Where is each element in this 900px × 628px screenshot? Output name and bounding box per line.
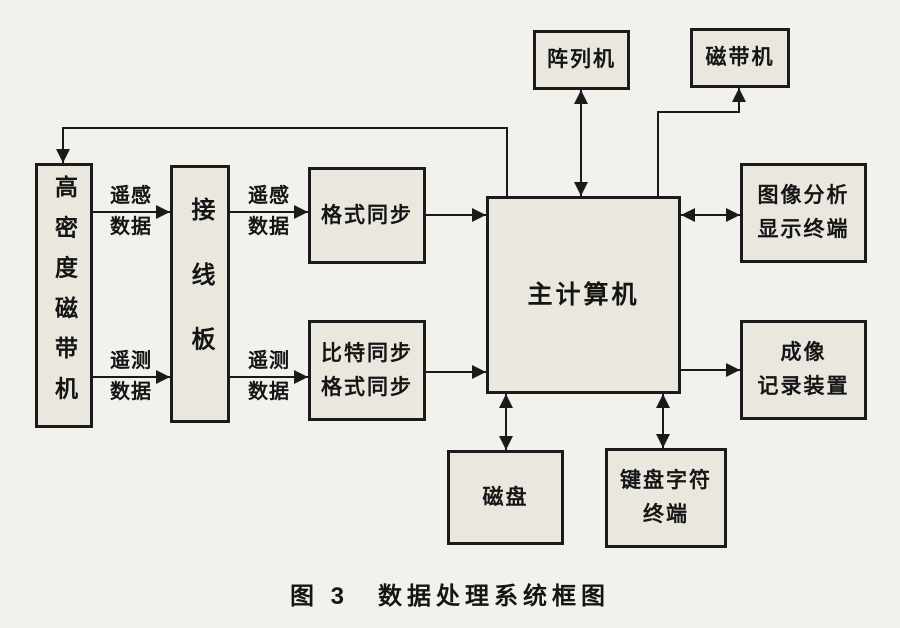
node-label: 图像分析 显示终端 [757,184,850,241]
node-high-density-tape-machine: 高密度磁带机 [35,163,93,428]
node-main-computer: 主计算机 [486,196,681,394]
figure-caption: 图 3 数据处理系统框图 [289,583,610,610]
edge-label-telemetry-data-left: 遥测 数据 [110,350,152,403]
node-label: 磁带机 [705,46,775,70]
edge-label-telemetry-data-right: 遥测 数据 [248,350,290,403]
arrow-main-to-tape-machine [657,88,746,196]
arrow-main-to-hdtape-feedback [56,127,508,196]
node-disk: 磁盘 [447,450,564,545]
node-array-machine: 阵列机 [533,30,630,90]
node-label: 格式同步 [321,203,413,227]
node-image-analysis-display-terminal: 图像分析 显示终端 [740,163,867,263]
node-imaging-recording-device: 成像 记录装置 [740,320,867,420]
node-tape-machine: 磁带机 [690,28,790,88]
node-label: 比特同步 格式同步 [321,341,413,399]
node-label: 高密度磁带机 [51,174,78,417]
node-patch-panel: 接线板 [170,165,230,423]
node-label: 键盘字符 终端 [620,469,712,526]
edge-label-remote-sensing-data-right: 遥感 数据 [248,185,290,238]
node-label: 成像 记录装置 [757,341,850,398]
node-format-sync: 格式同步 [308,167,426,264]
node-label: 磁盘 [482,485,529,509]
node-label: 主计算机 [527,281,640,309]
node-label: 接线板 [187,196,214,392]
node-keyboard-character-terminal: 键盘字符 终端 [605,448,727,548]
edge-label-remote-sensing-data-left: 遥感 数据 [110,185,152,238]
node-label: 阵列机 [547,48,616,72]
node-bit-format-sync: 比特同步 格式同步 [308,320,426,421]
